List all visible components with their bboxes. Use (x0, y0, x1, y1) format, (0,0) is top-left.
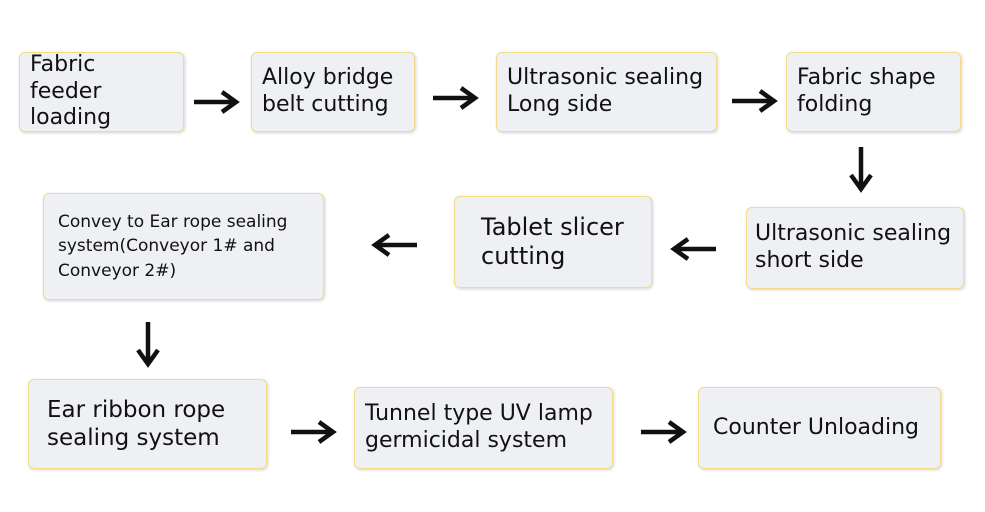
step-counter-unloading: Counter Unloading (698, 387, 941, 469)
arrow-down-icon (848, 145, 874, 193)
arrow-right-icon (289, 420, 337, 444)
arrow-right-icon (431, 86, 479, 110)
arrow-left-icon (371, 233, 419, 257)
arrow-right-icon (192, 90, 240, 114)
step-label: Counter Unloading (713, 414, 919, 440)
step-label: Tunnel type UV lamp germicidal system (365, 401, 593, 453)
step-label: Fabric shape folding (797, 65, 936, 117)
step-ear-ribbon-rope-sealing-system: Ear ribbon rope sealing system (28, 379, 267, 469)
step-label: Alloy bridge belt cutting (262, 65, 394, 117)
step-label: Ultrasonic sealing Long side (507, 65, 704, 117)
step-label: Tablet slicer cutting (481, 212, 624, 270)
step-label: Ultrasonic sealing short side (755, 221, 952, 273)
arrow-left-icon (670, 237, 718, 261)
step-tunnel-uv-lamp-germicidal-system: Tunnel type UV lamp germicidal system (354, 387, 613, 469)
step-fabric-shape-folding: Fabric shape folding (786, 52, 961, 132)
step-label: Fabric feeder loading (30, 51, 112, 131)
step-alloy-bridge-belt-cutting: Alloy bridge belt cutting (251, 52, 415, 132)
step-label: Ear ribbon rope sealing system (47, 396, 226, 451)
step-tablet-slicer-cutting: Tablet slicer cutting (454, 196, 652, 288)
arrow-down-icon (135, 320, 161, 368)
step-ultrasonic-sealing-short-side: Ultrasonic sealing short side (746, 207, 964, 289)
step-ultrasonic-sealing-long-side: Ultrasonic sealing Long side (496, 52, 717, 132)
step-label: Convey to Ear rope sealing system(Convey… (58, 211, 288, 281)
step-fabric-feeder-loading: Fabric feeder loading (19, 52, 184, 132)
arrow-right-icon (639, 420, 687, 444)
step-convey-to-ear-rope-sealing: Convey to Ear rope sealing system(Convey… (43, 193, 324, 300)
arrow-right-icon (730, 89, 778, 113)
